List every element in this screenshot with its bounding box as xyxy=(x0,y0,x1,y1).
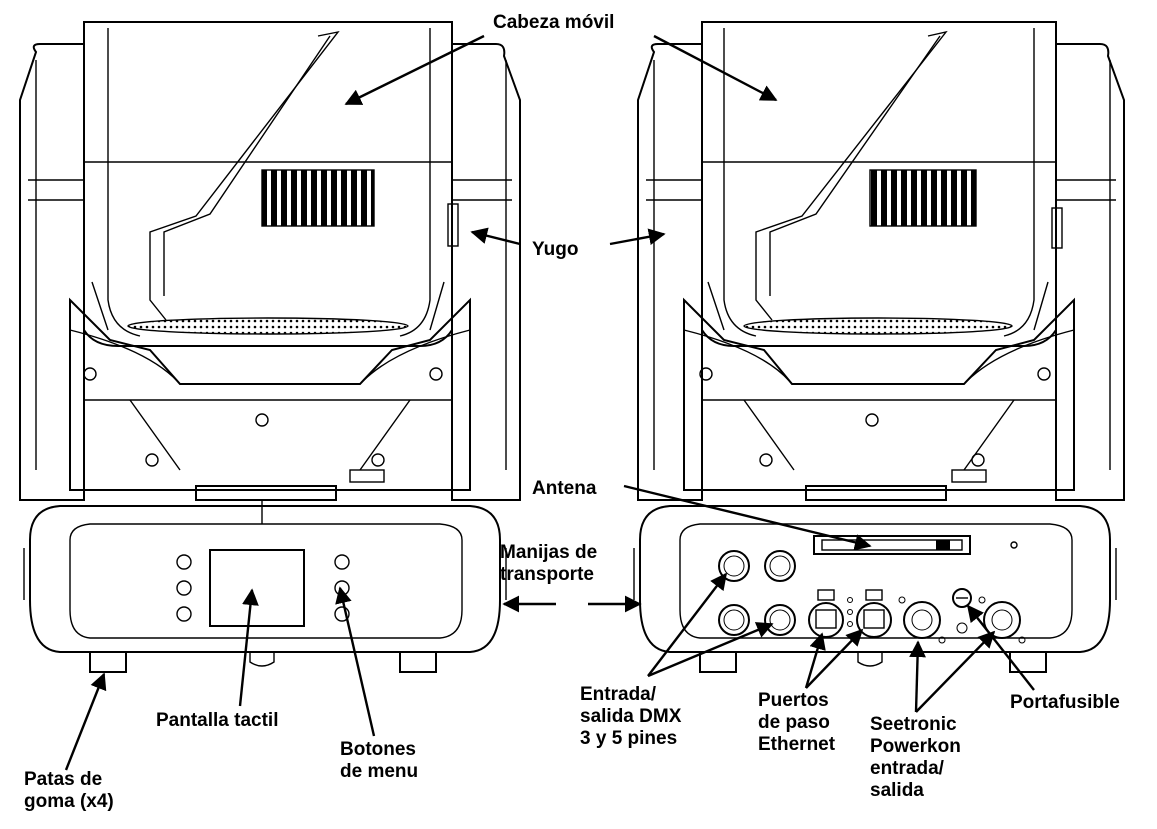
ethernet-ports xyxy=(808,589,892,638)
moving-head xyxy=(83,21,453,347)
yoke-arm-left-rear xyxy=(637,43,703,501)
rubber-feet xyxy=(89,651,437,673)
label-moving-head: Cabeza móvil xyxy=(493,12,614,33)
touch-screen xyxy=(209,549,305,627)
callout-labels: Cabeza móvil Yugo Antena Manijas de tran… xyxy=(24,12,1120,812)
fixture-front-view xyxy=(19,21,521,673)
fixture-rear-view xyxy=(633,21,1125,673)
menu-buttons xyxy=(176,554,350,622)
label-menu-buttons: Botones de menu xyxy=(340,739,421,782)
dmx-connectors xyxy=(718,550,796,636)
label-dmx-io: Entrada/ salida DMX 3 y 5 pines xyxy=(580,684,687,749)
label-antenna: Antena xyxy=(532,478,597,499)
label-touch-screen: Pantalla tactil xyxy=(156,710,279,731)
label-fuse-holder: Portafusible xyxy=(1010,692,1120,713)
label-powerkon-io: Seetronic Powerkon entrada/ salida xyxy=(870,714,966,801)
yoke-arm-right xyxy=(447,43,521,501)
fuse-holder xyxy=(952,588,972,634)
callout-arrows xyxy=(64,34,1035,771)
label-yoke: Yugo xyxy=(532,239,578,260)
rubber-feet-rear xyxy=(699,651,1047,673)
label-ethernet-ports: Puertos de paso Ethernet xyxy=(758,690,836,755)
label-rubber-feet: Patas de goma (x4) xyxy=(24,769,114,812)
yoke-arm-right-rear xyxy=(1051,43,1125,501)
base-unit xyxy=(23,485,507,673)
powerkon-connectors xyxy=(898,596,1026,644)
label-handles: Manijas de transporte xyxy=(500,542,602,585)
yoke-body-rear xyxy=(683,297,1075,491)
yoke-arm-left xyxy=(19,43,85,501)
moving-head-rear xyxy=(701,21,1057,347)
antenna-slot xyxy=(813,535,971,555)
base-unit-rear xyxy=(633,485,1117,673)
